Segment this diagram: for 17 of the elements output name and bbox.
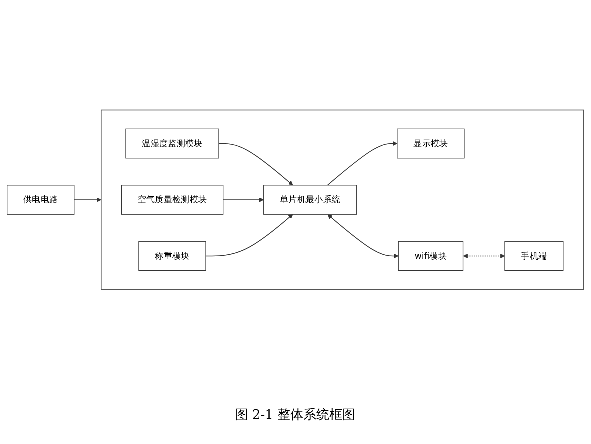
node-box: 单片机最小系统 (264, 185, 358, 215)
arrow (222, 198, 264, 202)
cluster (101, 110, 584, 290)
arrow (328, 214, 399, 259)
arrow (74, 198, 102, 202)
node-box: 空气质量检测模块 (121, 185, 224, 215)
arrow (463, 254, 506, 259)
arrow (206, 214, 294, 257)
node-box: 手机端 (504, 241, 564, 272)
node-box: 供电电路 (7, 185, 75, 215)
node-box: wifi模块 (398, 241, 464, 272)
node-box: 显示模块 (397, 128, 465, 159)
arrow (327, 141, 398, 186)
arrow (218, 143, 294, 186)
node-box: 称重模块 (138, 241, 206, 272)
caption: 图 2-1 整体系统框图 (235, 407, 356, 424)
node-box: 温湿度监测模块 (126, 128, 220, 159)
